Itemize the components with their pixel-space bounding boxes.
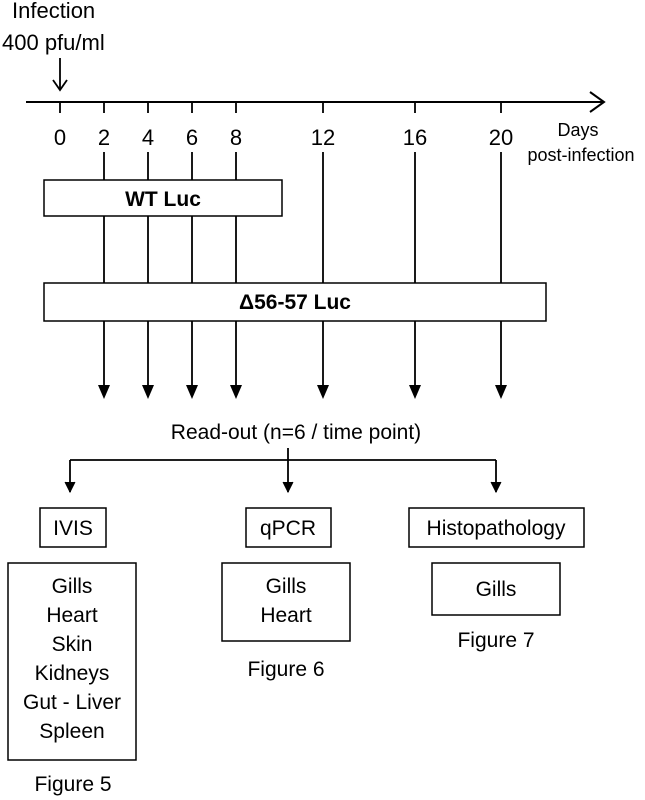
ivis-box [39, 507, 107, 548]
wt-luc-label: WT Luc [125, 188, 201, 211]
day-label-6: 6 [186, 125, 198, 150]
mutant-luc-box [43, 282, 547, 322]
timeline-ticks [59, 102, 502, 113]
readout-lines [98, 152, 507, 399]
day-label-12: 12 [311, 125, 335, 150]
day-label-8: 8 [230, 125, 242, 150]
histopathology-figure-label: Figure 7 [457, 629, 534, 652]
ivis-tissues-box [7, 562, 137, 761]
infection-label: Infection [12, 0, 95, 23]
readout-arrow-day-12 [317, 385, 329, 399]
tissue-heart: Heart [260, 604, 312, 627]
day-label-20: 20 [489, 125, 513, 150]
qpcr-box [245, 507, 332, 548]
ivis-branch-head [64, 481, 76, 494]
day-label-4: 4 [142, 125, 154, 150]
readout-arrow-day-20 [495, 385, 507, 399]
qpcr-figure-label: Figure 6 [247, 658, 324, 681]
readout-arrow-day-8 [230, 385, 242, 399]
histopathology-branch-head [490, 481, 502, 494]
tissue-skin: Skin [52, 633, 93, 656]
readout-arrow-day-16 [409, 385, 421, 399]
tissue-gut-liver: Gut - Liver [23, 691, 121, 714]
histopathology-box [408, 507, 585, 548]
day-label-2: 2 [98, 125, 110, 150]
day-label-0: 0 [54, 125, 66, 150]
tissue-gills: Gills [476, 578, 517, 601]
timeline-arrow-head [589, 91, 606, 113]
infection-dose-label: 400 pfu/ml [2, 30, 105, 55]
readout-stem-head [282, 481, 294, 494]
tissue-spleen: Spleen [39, 720, 104, 743]
histopathology-tissues-box [431, 562, 561, 616]
readout-arrow-day-6 [186, 385, 198, 399]
tissue-gills: Gills [266, 575, 307, 598]
readout-arrow-day-2 [98, 385, 110, 399]
day-label-16: 16 [403, 125, 427, 150]
post-infection-unit-label: post-infection [527, 145, 634, 165]
wt-luc-box [43, 179, 283, 217]
tissue-gills: Gills [52, 575, 93, 598]
qpcr-tissues-box [221, 562, 351, 642]
qpcr-label: qPCR [260, 517, 316, 540]
infection-arrow-head [52, 79, 68, 92]
days-unit-label: Days [557, 120, 598, 140]
ivis-label: IVIS [53, 517, 93, 540]
ivis-figure-label: Figure 5 [34, 773, 111, 796]
timeline-day-labels: 0 2 4 6 8 12 16 20 [54, 125, 513, 150]
tissue-heart: Heart [46, 604, 98, 627]
mutant-luc-label: Δ56-57 Luc [239, 291, 351, 314]
readout-arrow-day-4 [142, 385, 154, 399]
histopathology-tissue-list: Gills [476, 578, 517, 601]
tissue-kidneys: Kidneys [35, 662, 110, 685]
readout-label: Read-out (n=6 / time point) [171, 421, 421, 444]
histopathology-label: Histopathology [427, 517, 566, 540]
